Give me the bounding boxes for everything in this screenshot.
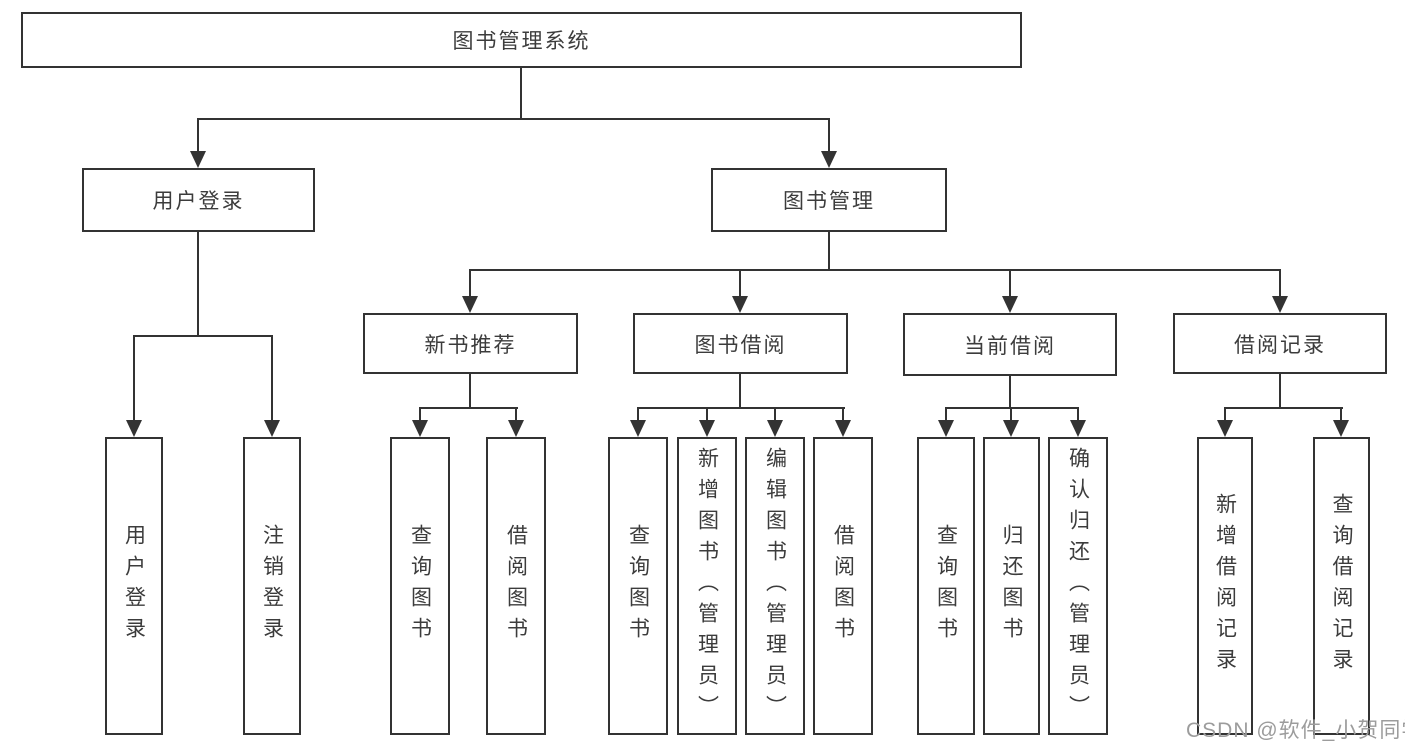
arrow-down-icon (264, 420, 280, 437)
arrow-down-icon (508, 420, 524, 437)
arrow-down-icon (190, 151, 206, 168)
connector-root-stem (520, 68, 522, 120)
connector-stub (1010, 407, 1012, 421)
connector-stub (945, 407, 947, 421)
node-leaf-user-login: 用户登录 (105, 437, 163, 735)
connector-book-borrow-stem (739, 374, 741, 409)
arrow-down-icon (126, 420, 142, 437)
arrow-down-icon (462, 296, 478, 313)
connector-root-bar (197, 118, 830, 120)
arrow-down-icon (412, 420, 428, 437)
node-library-management-system: 图书管理系统 (21, 12, 1022, 68)
connector-stub-borrow-records (1279, 269, 1281, 298)
node-leaf-add-borrow-record: 新增借阅记录 (1197, 437, 1253, 735)
node-book-management: 图书管理 (711, 168, 947, 232)
arrow-down-icon (835, 420, 851, 437)
connector-stub (1340, 407, 1342, 421)
arrow-down-icon (938, 420, 954, 437)
node-new-book-recommend: 新书推荐 (363, 313, 578, 374)
connector-stub-current-borrow (1009, 269, 1011, 298)
connector-stub (1224, 407, 1226, 421)
arrow-down-icon (1333, 420, 1349, 437)
connector-current-borrow-bar (945, 407, 1079, 409)
connector-new-book-bar (419, 407, 518, 409)
connector-stub-new-book (469, 269, 471, 298)
node-leaf-return-books: 归还图书 (983, 437, 1040, 735)
arrow-down-icon (1070, 420, 1086, 437)
connector-stub-book-management (828, 118, 830, 152)
arrow-down-icon (699, 420, 715, 437)
connector-stub (706, 407, 708, 421)
node-user-login: 用户登录 (82, 168, 315, 232)
connector-stub (842, 407, 844, 421)
node-leaf-confirm-return-admin: 确认归还（管理员） (1048, 437, 1108, 735)
node-leaf-add-books-admin: 新增图书（管理员） (677, 437, 737, 735)
node-current-borrow: 当前借阅 (903, 313, 1117, 376)
connector-user-login-stem (197, 232, 199, 337)
connector-new-book-stem (469, 374, 471, 409)
arrow-down-icon (630, 420, 646, 437)
arrow-down-icon (1272, 296, 1288, 313)
arrow-down-icon (767, 420, 783, 437)
connector-stub-logout (271, 335, 273, 421)
connector-stub (637, 407, 639, 421)
connector-stub-book-borrow (739, 269, 741, 298)
connector-stub (774, 407, 776, 421)
connector-stub (515, 407, 517, 421)
node-borrow-records: 借阅记录 (1173, 313, 1387, 374)
connector-borrow-records-bar (1224, 407, 1343, 409)
connector-book-management-stem (828, 232, 830, 271)
node-leaf-query-borrow-record: 查询借阅记录 (1313, 437, 1370, 735)
node-leaf-query-books: 查询图书 (390, 437, 450, 735)
arrow-down-icon (1217, 420, 1233, 437)
connector-current-borrow-stem (1009, 376, 1011, 409)
connector-borrow-records-stem (1279, 374, 1281, 409)
connector-book-management-bar (469, 269, 1281, 271)
node-leaf-borrow-books: 借阅图书 (486, 437, 546, 735)
node-book-borrow: 图书借阅 (633, 313, 848, 374)
arrow-down-icon (1002, 296, 1018, 313)
connector-stub (419, 407, 421, 421)
node-leaf-query-books: 查询图书 (917, 437, 975, 735)
csdn-watermark: CSDN @软件_小贺同学 (1186, 719, 1405, 742)
connector-stub (1077, 407, 1079, 421)
node-leaf-edit-books-admin: 编辑图书（管理员） (745, 437, 805, 735)
connector-stub-user-login (197, 118, 199, 152)
node-leaf-query-books: 查询图书 (608, 437, 668, 735)
connector-user-login-bar (133, 335, 273, 337)
node-leaf-borrow-books: 借阅图书 (813, 437, 873, 735)
arrow-down-icon (1003, 420, 1019, 437)
connector-book-borrow-bar (637, 407, 845, 409)
arrow-down-icon (821, 151, 837, 168)
arrow-down-icon (732, 296, 748, 313)
node-leaf-logout: 注销登录 (243, 437, 301, 735)
connector-stub-user-login-leaf (133, 335, 135, 421)
